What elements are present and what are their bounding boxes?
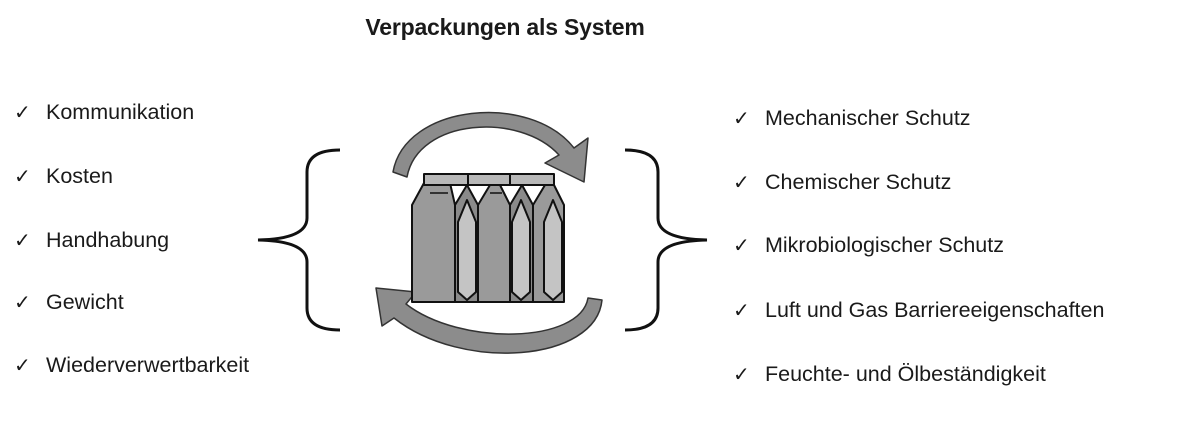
left-item-label: Kosten [46,164,113,188]
right-item: ✓ Feuchte- und Ölbeständigkeit [733,360,1046,388]
left-item: ✓ Wiederverwertbarkeit [14,351,249,379]
check-icon: ✓ [14,230,31,252]
right-item-label: Feuchte- und Ölbeständigkeit [765,362,1046,386]
right-item: ✓ Mechanischer Schutz [733,104,971,132]
right-item-label: Luft und Gas Barriereeigenschaften [765,298,1105,322]
left-item: ✓ Gewicht [14,288,124,316]
check-icon: ✓ [733,235,750,257]
right-item: ✓ Luft und Gas Barriereeigenschaften [733,296,1104,324]
check-icon: ✓ [14,355,31,377]
left-brace [257,148,341,332]
diagram-title: Verpackungen als System [365,14,645,40]
left-item-label: Kommunikation [46,100,195,124]
cycle-arrow-bottom [375,287,603,354]
left-item: ✓ Kommunikation [14,98,194,126]
right-item-label: Mechanischer Schutz [765,106,971,130]
right-item-label: Mikrobiologischer Schutz [765,233,1004,257]
check-icon: ✓ [14,292,31,314]
left-item-label: Handhabung [46,228,170,252]
check-icon: ✓ [733,300,750,322]
left-item-label: Wiederverwertbarkeit [46,353,250,377]
carton-packages-icon [411,173,565,303]
right-item-label: Chemischer Schutz [765,170,952,194]
check-icon: ✓ [733,172,750,194]
left-item: ✓ Kosten [14,162,113,190]
check-icon: ✓ [14,102,31,124]
left-item-label: Gewicht [46,290,124,314]
right-item: ✓ Chemischer Schutz [733,168,951,196]
right-item: ✓ Mikrobiologischer Schutz [733,231,1004,259]
check-icon: ✓ [733,364,750,386]
cycle-arrow-top [392,111,589,183]
right-brace [624,148,708,332]
check-icon: ✓ [733,108,750,130]
check-icon: ✓ [14,166,31,188]
left-item: ✓ Handhabung [14,226,169,254]
